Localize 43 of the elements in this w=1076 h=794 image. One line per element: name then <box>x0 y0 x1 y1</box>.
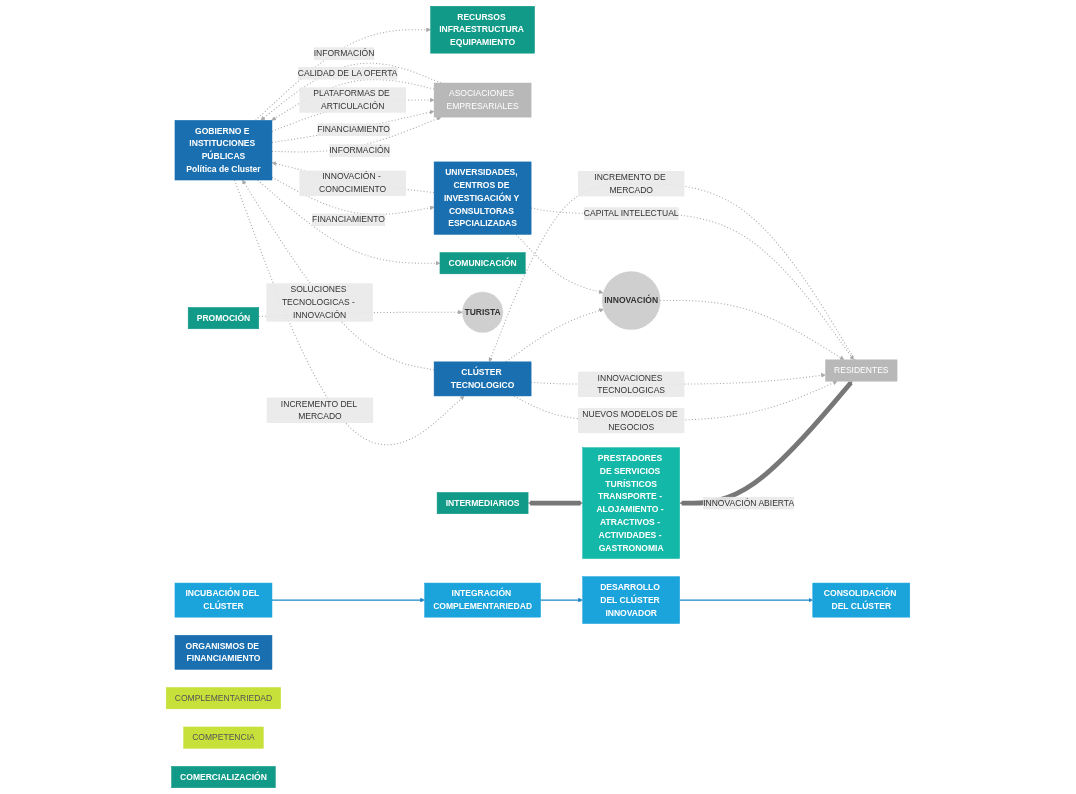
node-box: COMPLEMENTARIEDAD <box>165 687 281 710</box>
node-box: PROMOCIÓN <box>187 307 260 330</box>
node-box: INTEGRACIÓN COMPLEMENTARIEDAD <box>424 582 541 618</box>
edge-label: CAPITAL INTELECTUAL <box>583 208 679 218</box>
edge-label: INCREMENTO DE MERCADO <box>594 172 666 195</box>
arrow <box>515 233 604 295</box>
node-box: COMPETENCIA <box>183 726 264 749</box>
arrow <box>271 597 425 603</box>
arrow <box>505 308 604 363</box>
node-box: ORGANISMOS DE FINANCIAMIENTO <box>174 635 273 670</box>
node-box: UNIVERSIDADES, CENTROS DE INVESTIGACIÓN Y CONSULTORAS ESPCIALIZADAS <box>433 161 532 235</box>
node-box: COMUNICACIÓN <box>439 252 526 275</box>
edge-label: INFORMACIÓN <box>313 48 375 58</box>
arrow <box>257 179 441 266</box>
node-box: INCUBACIÓN DEL CLÚSTER <box>174 582 273 618</box>
edge-label: NUEVOS MODELOS DE NEGOCIOS <box>582 409 678 432</box>
node-box: GOBIERNO E INSTITUCIONES PÚBLICAS Política de Cluster <box>174 120 273 181</box>
edge-label: SOLUCIONES TECNOLOGICAS - INNOVACIÓN <box>281 284 355 320</box>
node-circle: TURISTA <box>462 291 504 333</box>
node-box: RECURSOS INFRAESTRUCTURA EQUIPAMIENTO <box>430 6 535 54</box>
edge-label: INFORMACIÓN <box>329 145 390 155</box>
node-box: INTERMEDIARIOS <box>436 492 529 515</box>
node-circle: INNOVACIÓN <box>601 271 661 330</box>
arrow <box>540 597 583 603</box>
arrow <box>679 597 813 603</box>
edge-label: INCREMENTO DEL MERCADO <box>280 399 357 421</box>
node-box: PRESTADORES DE SERVICIOS TURÍSTICOS TRANSPORTE - ALOJAMIENTO - ATRACTIVOS - ACTIVIDADES - GASTRONOMIA <box>582 447 680 559</box>
edge-label: PLATAFORMAS DE ARTICULACIÓN <box>313 88 390 111</box>
edge-label: FINANCIAMIENTO <box>312 215 385 225</box>
node-box: COMERCIALIZACIÓN <box>171 766 276 788</box>
node-box: CLÚSTER TECNOLOGICO <box>433 361 532 397</box>
edge-label: INNOVACIÓN ABIERTA <box>703 498 795 508</box>
edge-label: INNOVACIÓN - CONOCIMIENTO <box>319 172 387 194</box>
node-box: ASOCIACIONES EMPRESARIALES <box>433 82 532 118</box>
node-box: CONSOLIDACIÓN DEL CLÚSTER <box>812 582 911 618</box>
edge-label: INNOVACIONES TECNOLOGICAS <box>597 373 666 395</box>
edge-label: FINANCIAMIENTO <box>317 124 390 134</box>
arrow <box>488 183 856 363</box>
node-box: DESARROLLO DEL CLÚSTER INNOVADOR <box>582 576 680 624</box>
node-box: RESIDENTES <box>825 359 898 382</box>
arrow <box>679 380 853 506</box>
arrow <box>528 500 583 506</box>
edge-label: CALIDAD DE LA OFERTA <box>297 68 398 78</box>
